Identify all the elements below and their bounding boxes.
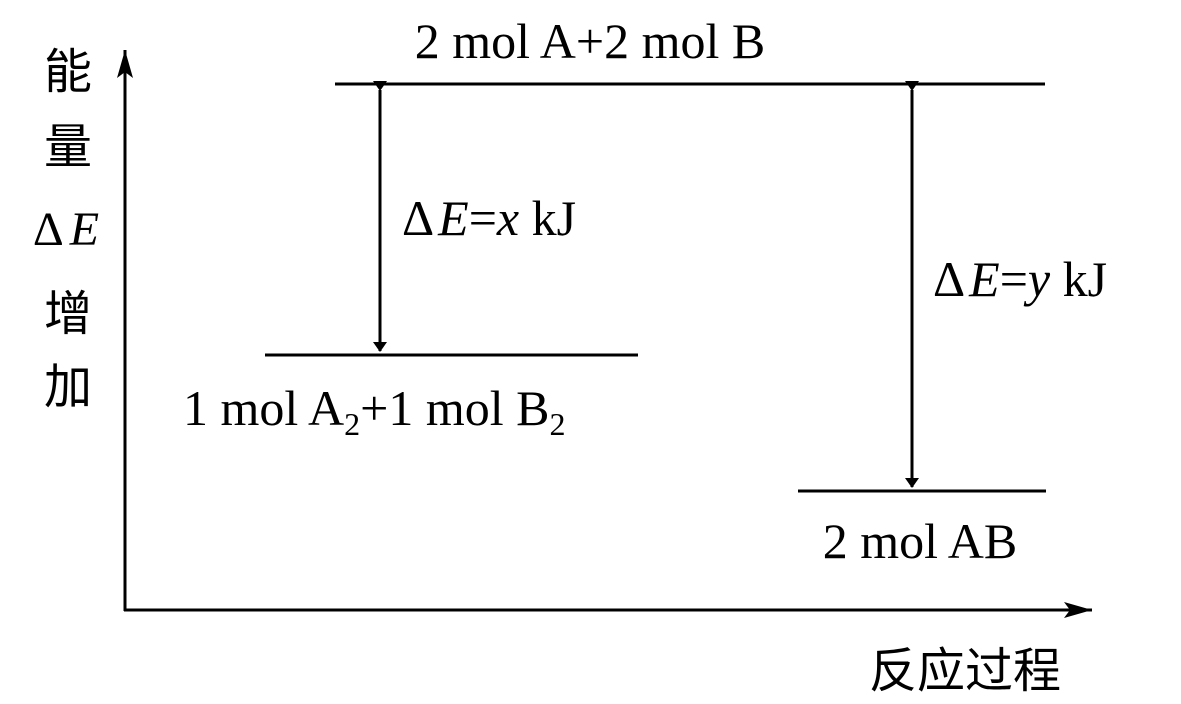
level-middle-sub2: 2 bbox=[549, 406, 565, 442]
x-axis-label: 反应过程 bbox=[869, 643, 1061, 699]
level-middle-label: 1 mol A2+1 mol B2 bbox=[183, 380, 565, 442]
arrow-y-delta: Δ bbox=[933, 251, 965, 307]
arrow-x-unit: kJ bbox=[519, 190, 576, 246]
arrow-y-var: E bbox=[968, 251, 1000, 307]
arrow-y-eq: = bbox=[1000, 251, 1028, 307]
y-axis-label-char-2: 量 bbox=[44, 119, 92, 175]
arrow-y-value: y bbox=[1023, 251, 1051, 307]
arrow-x-eq: = bbox=[469, 190, 497, 246]
arrow-x-label: ΔE=x kJ bbox=[402, 190, 576, 246]
level-middle-sub1: 2 bbox=[344, 406, 360, 442]
y-axis-delta-symbol: Δ bbox=[33, 203, 64, 256]
arrow-x-var: E bbox=[437, 190, 469, 246]
level-top-label: 2 mol A+2 mol B bbox=[415, 13, 765, 69]
y-axis-label-char-1: 能 bbox=[44, 44, 92, 100]
arrow-x-value: x bbox=[496, 190, 519, 246]
arrow-y-unit: kJ bbox=[1050, 251, 1107, 307]
y-axis-delta-var: E bbox=[69, 203, 99, 256]
arrow-x-delta: Δ bbox=[402, 190, 434, 246]
y-axis-label-char-4: 加 bbox=[44, 359, 92, 415]
arrow-y-label: ΔE=y kJ bbox=[933, 251, 1107, 307]
level-middle-coef1: 1 mol A bbox=[183, 380, 344, 436]
level-middle-plus: +1 mol B bbox=[360, 380, 549, 436]
level-bottom-label: 2 mol AB bbox=[823, 513, 1017, 569]
y-axis-label-char-3: 增 bbox=[44, 286, 92, 342]
